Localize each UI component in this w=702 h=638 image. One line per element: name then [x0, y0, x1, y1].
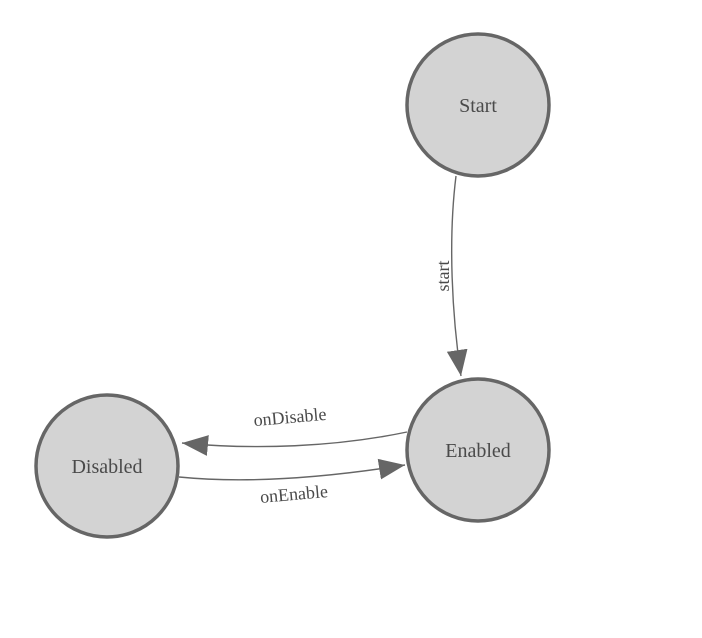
edge-line-on-enable — [178, 458, 406, 481]
edge-line-on-disable — [181, 431, 408, 456]
edge-label-start: start — [433, 261, 453, 292]
edge-line-start — [446, 175, 468, 377]
state-circle-start[interactable] — [405, 32, 551, 178]
state-node-start[interactable]: Start — [405, 32, 551, 178]
state-node-disabled[interactable]: Disabled — [34, 393, 180, 539]
transition-start-to-enabled: start — [433, 175, 468, 377]
state-circle-disabled[interactable] — [34, 393, 180, 539]
state-circle-enabled[interactable] — [405, 377, 551, 523]
edge-label-on-disable: onDisable — [253, 404, 327, 430]
state-label-enabled: Enabled — [445, 440, 511, 462]
state-label-start: Start — [459, 95, 497, 117]
edge-label-on-enable: onEnable — [259, 481, 328, 507]
state-label-disabled: Disabled — [71, 456, 142, 478]
transition-disabled-to-enabled: onEnable — [178, 458, 406, 507]
transition-enabled-to-disabled: onDisable — [181, 404, 408, 456]
state-node-enabled[interactable]: Enabled — [405, 377, 551, 523]
